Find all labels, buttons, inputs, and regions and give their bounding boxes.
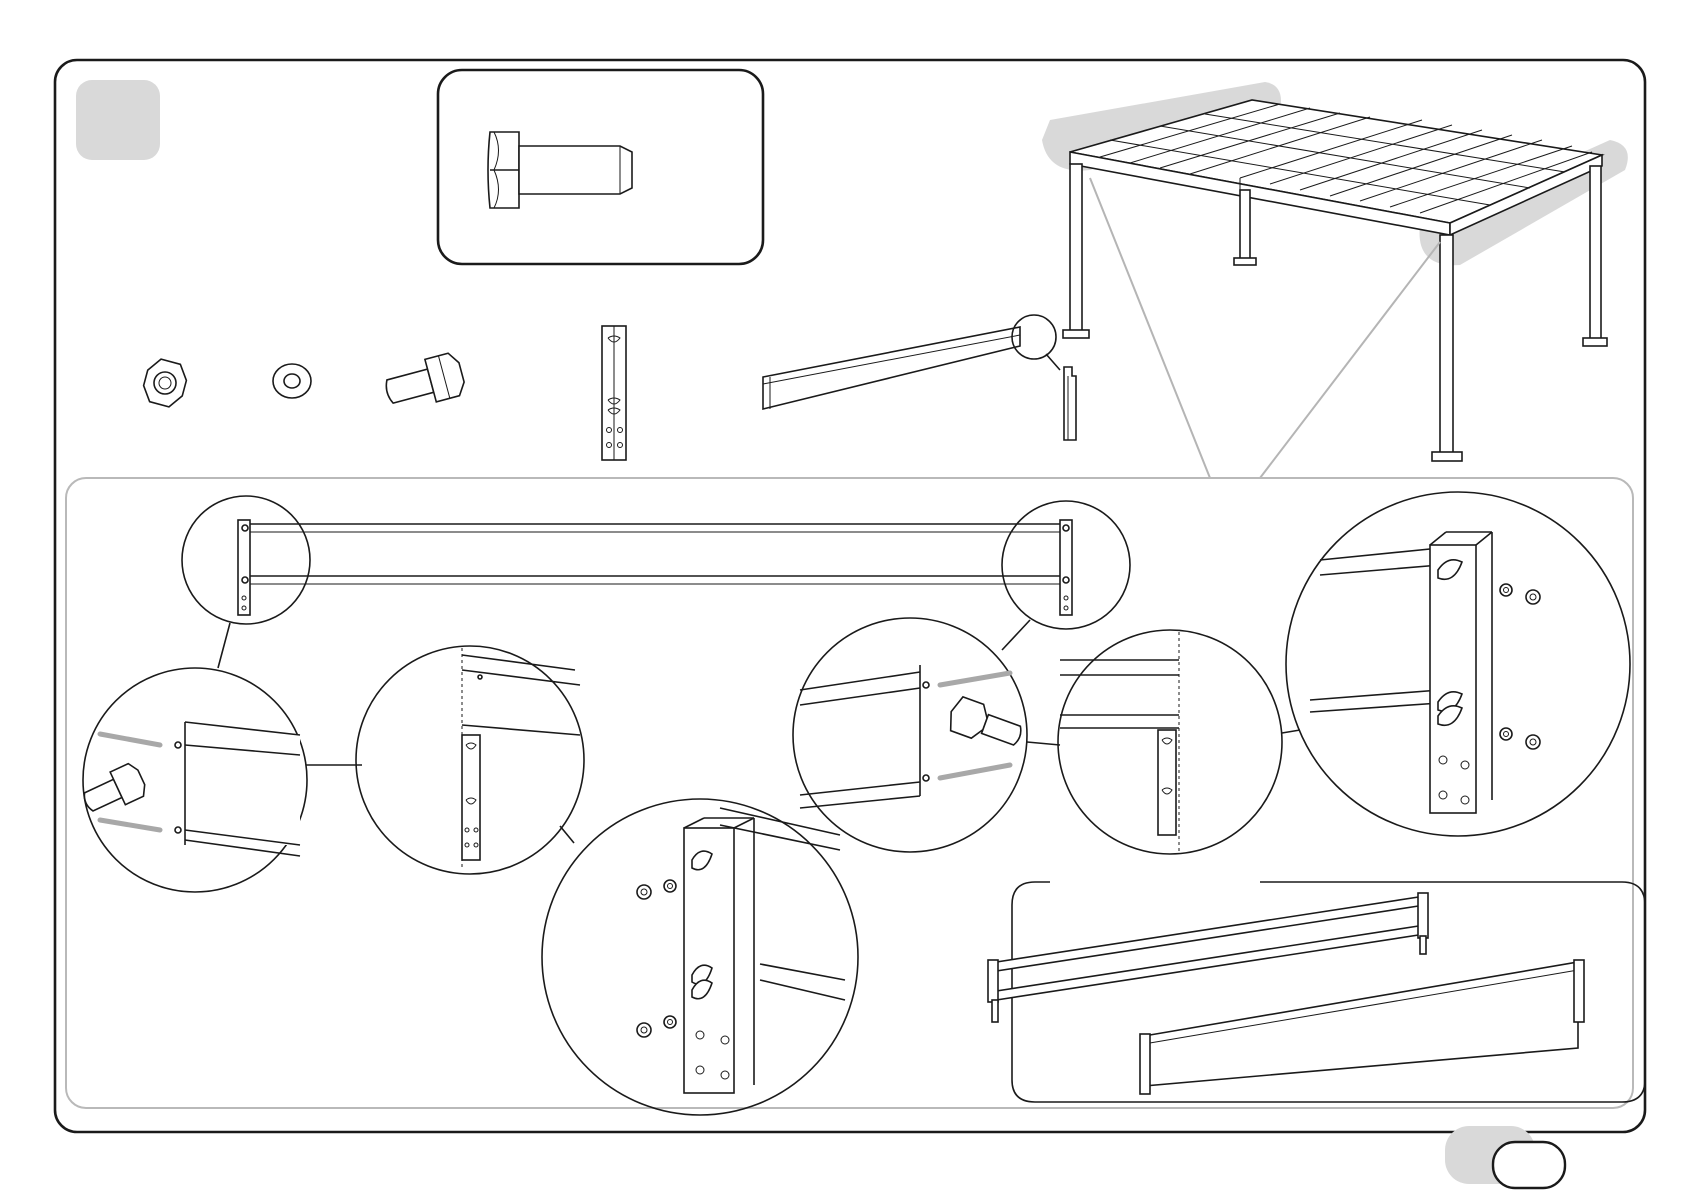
hex-bolt-icon — [381, 351, 467, 413]
pergola-overview — [1042, 82, 1628, 478]
beam-icon — [763, 315, 1076, 440]
detail-bracket-slot-right — [1058, 630, 1282, 854]
detail-post-fastening-right — [1286, 492, 1630, 836]
result-panel — [988, 882, 1645, 1102]
post-bracket-icon — [602, 326, 626, 460]
washer-icon — [273, 364, 311, 398]
detail-bolt-insert-left — [78, 668, 307, 892]
detail-bracket-slot-left — [356, 646, 584, 874]
tool-box — [438, 70, 763, 264]
detail-post-fastening-left — [542, 799, 858, 1115]
rail-frame-top — [182, 496, 1130, 629]
detail-bolt-insert-right — [793, 618, 1027, 852]
tool-bolt-icon — [488, 132, 632, 208]
step-badge — [76, 80, 160, 160]
page-number-tab — [1445, 1126, 1565, 1188]
hex-nut-icon — [140, 357, 190, 410]
